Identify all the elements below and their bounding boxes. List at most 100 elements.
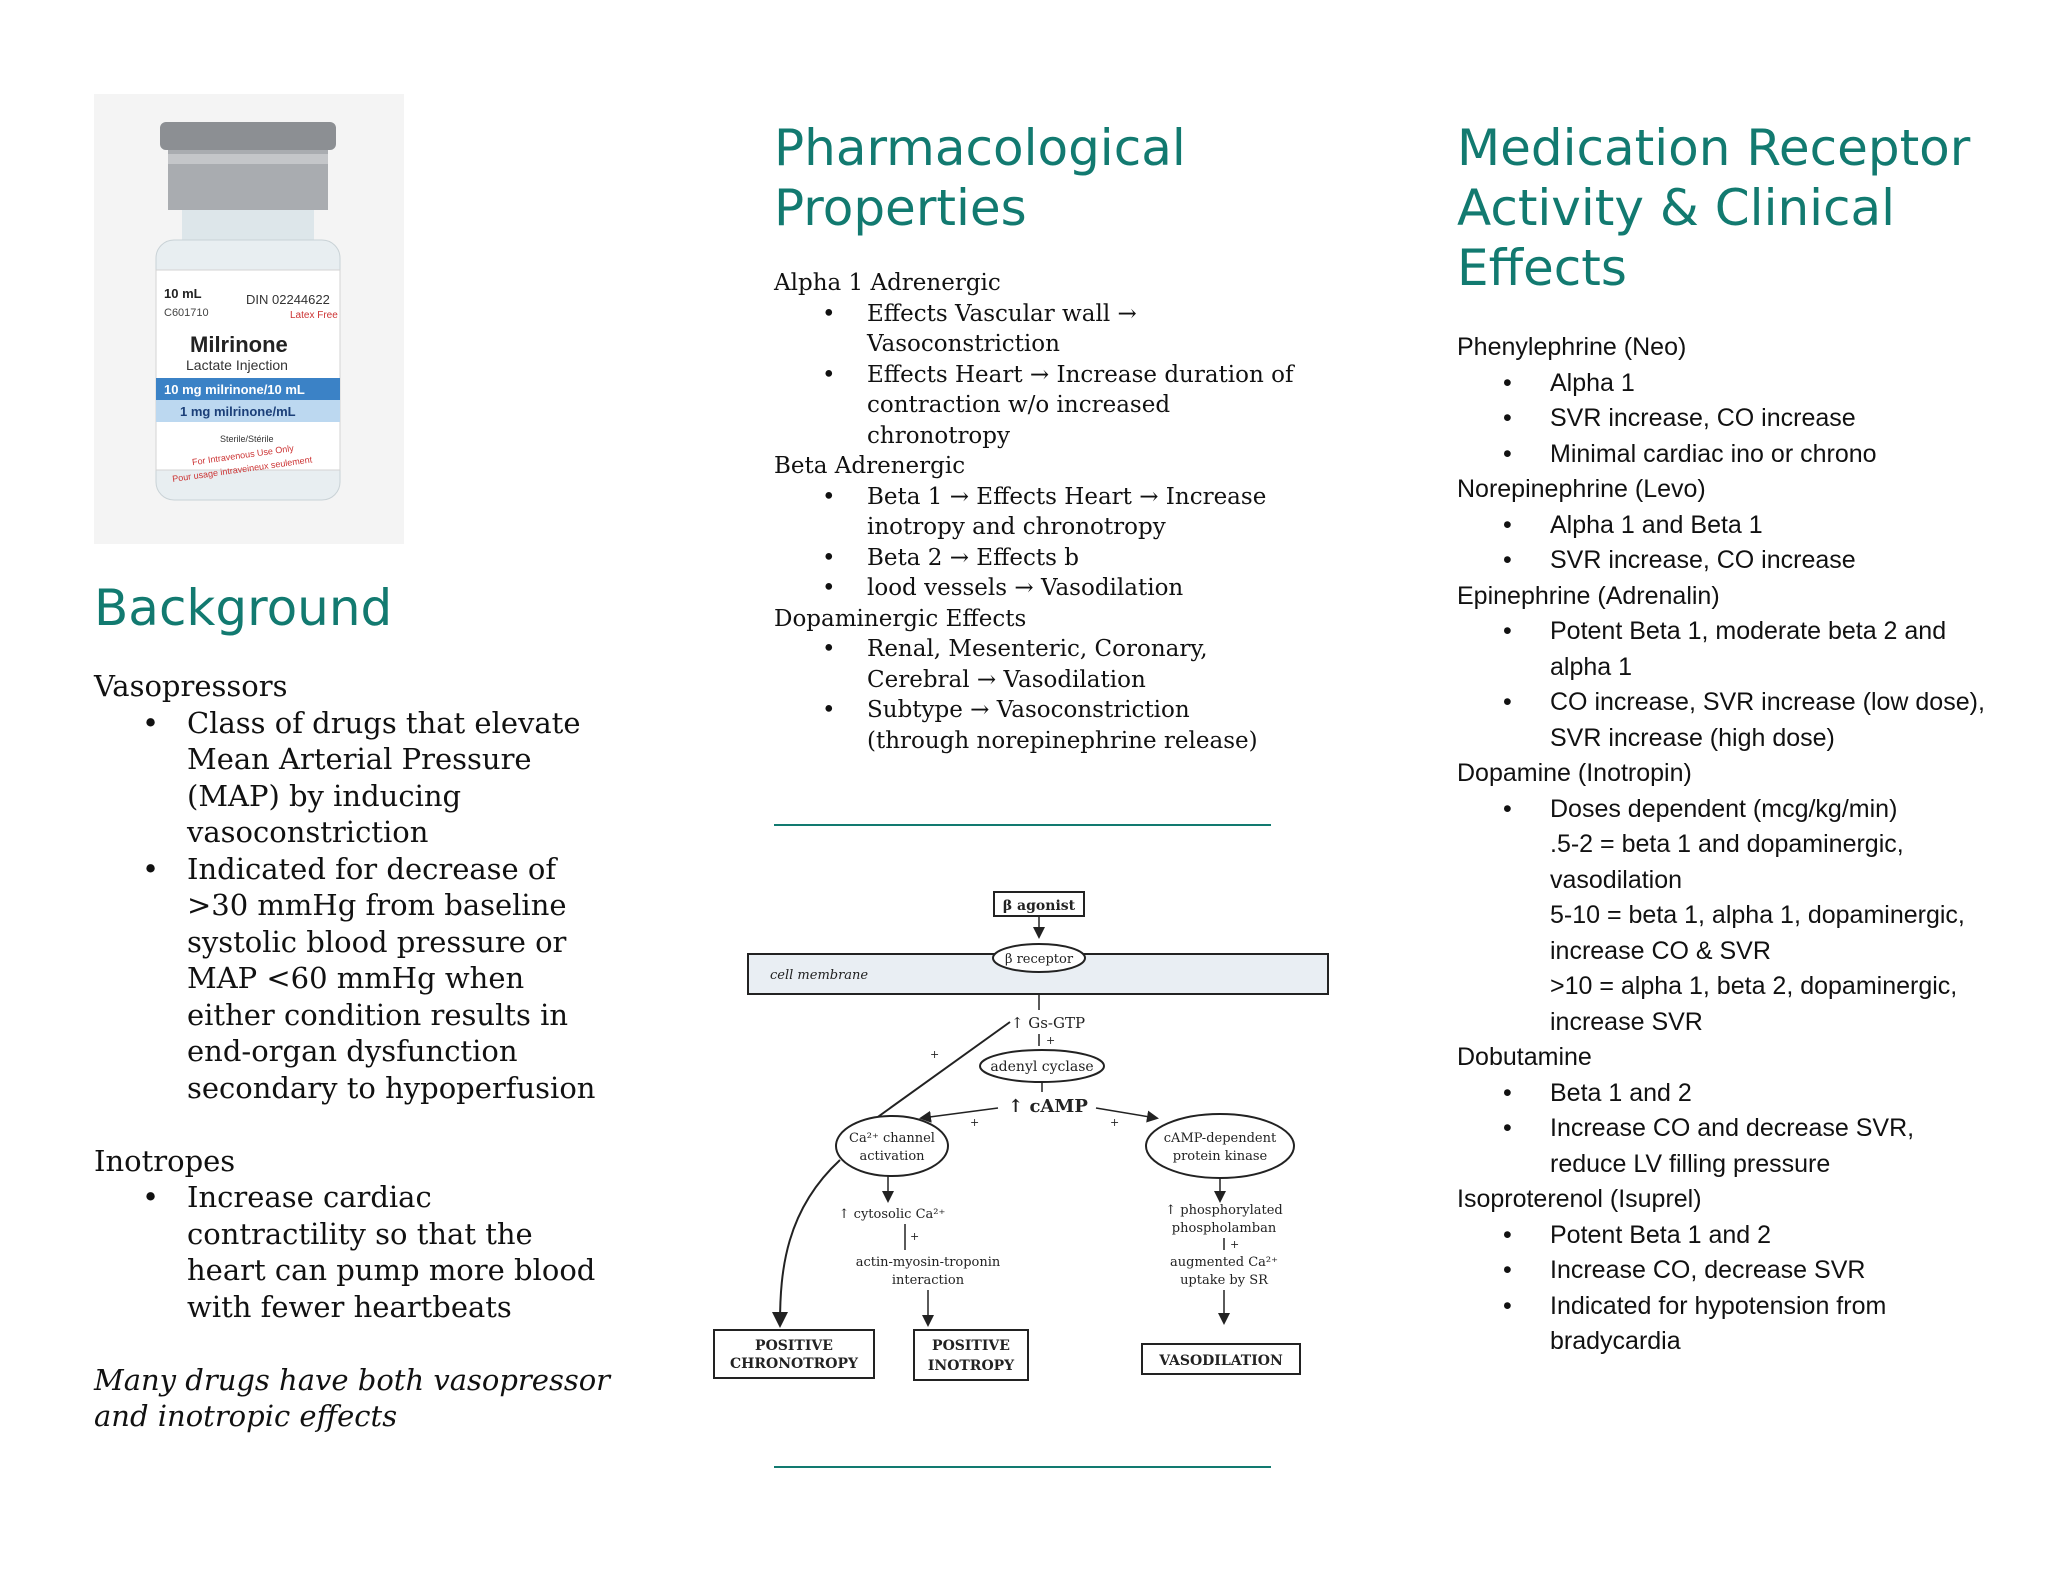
list-item: Beta 2 → Effects b <box>774 543 1294 574</box>
dopamine-dose-low: .5-2 = beta 1 and dopaminergic, vasodila… <box>1550 830 1904 894</box>
vial-code: C601710 <box>164 307 209 319</box>
agonist-label: β agonist <box>1003 898 1076 914</box>
dopaminergic-list: Renal, Mesenteric, Coronary, Cerebral → … <box>774 634 1294 756</box>
chronotropy-box <box>713 1329 875 1379</box>
dopamine-dose-high: >10 = alpha 1, beta 2, dopaminergic, inc… <box>1550 972 1958 1036</box>
milrinone-vial-image: 10 mL C601710 DIN 02244622 Latex Free Mi… <box>94 94 404 544</box>
chronotropy-label-2: CHRONOTROPY <box>730 1356 859 1372</box>
dual-effect-note: Many drugs have both vasopressor and ino… <box>94 1362 611 1434</box>
inotropy-box <box>913 1329 1029 1381</box>
pharmacological-heading: Pharmacological Properties <box>774 119 1186 237</box>
vial-strength-2: 1 mg milrinone/mL <box>180 404 296 419</box>
camp-label: ↑ cAMP <box>1008 1096 1088 1117</box>
receptor-ellipse <box>992 943 1086 973</box>
gs-gtp-label: ↑ Gs-GTP <box>1011 1014 1085 1032</box>
dopamine-dose-heading: Doses dependent (mcg/kg/min) <box>1550 794 1898 823</box>
list-item: Subtype → Vasoconstriction (through nore… <box>774 695 1294 756</box>
ca-channel-label-2: activation <box>859 1149 925 1164</box>
dobutamine-list: Beta 1 and 2 Increase CO and decrease SV… <box>1457 1076 1997 1183</box>
cytosolic-ca-label: ↑ cytosolic Ca²⁺ <box>839 1207 946 1222</box>
beta-list: Beta 1 → Effects Heart → Increase inotro… <box>774 482 1294 604</box>
list-item: Increase cardiac contractility so that t… <box>94 1179 614 1325</box>
chronotropy-label-1: POSITIVE <box>755 1338 833 1354</box>
list-item: lood vessels → Vasodilation <box>774 573 1294 604</box>
inotropes-list: Increase cardiac contractility so that t… <box>94 1179 614 1325</box>
list-item: Beta 1 and 2 <box>1457 1076 1997 1112</box>
dopamine-list: Doses dependent (mcg/kg/min) .5-2 = beta… <box>1457 792 1997 1041</box>
vial-latex: Latex Free <box>290 310 338 321</box>
vial-strength-1: 10 mg milrinone/10 mL <box>164 382 305 397</box>
drug-name-epinephrine: Epinephrine (Adrenalin) <box>1457 581 1720 610</box>
drug-name-isoproterenol: Isoproterenol (Isuprel) <box>1457 1185 1702 1213</box>
protein-kinase-ellipse <box>1145 1113 1295 1179</box>
list-item: Potent Beta 1 and 2 <box>1457 1218 1997 1254</box>
vial-subtitle: Lactate Injection <box>186 357 288 373</box>
background-heading: Background <box>94 579 393 637</box>
list-item: Alpha 1 <box>1457 366 1997 402</box>
alpha-1-list: Effects Vascular wall → Vasoconstriction… <box>774 299 1294 452</box>
plus-sign: + <box>910 1230 919 1243</box>
list-item: Indicated for hypotension from bradycard… <box>1457 1289 1997 1360</box>
vial-name: Milrinone <box>190 332 288 357</box>
inotropy-label-1: POSITIVE <box>932 1338 1010 1354</box>
pk-label-1: cAMP-dependent <box>1164 1131 1277 1146</box>
list-item: Effects Heart → Increase duration of con… <box>774 360 1294 452</box>
vial-din: DIN 02244622 <box>246 292 330 307</box>
list-item: CO increase, SVR increase (low dose), SV… <box>1457 685 1997 756</box>
divider-top <box>774 824 1271 826</box>
list-item: SVR increase, CO increase <box>1457 543 1997 579</box>
plus-sign: + <box>1230 1238 1239 1251</box>
phospholamban-label-1: ↑ phosphorylated <box>1165 1203 1282 1218</box>
ca-channel-label-1: Ca²⁺ channel <box>849 1131 935 1146</box>
plus-sign: + <box>1110 1116 1119 1129</box>
plus-sign: + <box>970 1116 979 1129</box>
dopamine-dose-mid: 5-10 = beta 1, alpha 1, dopaminergic, in… <box>1550 901 1965 965</box>
vasopressors-title: Vasopressors <box>94 669 288 703</box>
pk-label-2: protein kinase <box>1173 1149 1268 1164</box>
list-item: Beta 1 → Effects Heart → Increase inotro… <box>774 482 1294 543</box>
norepinephrine-list: Alpha 1 and Beta 1 SVR increase, CO incr… <box>1457 508 1997 579</box>
agonist-box <box>993 891 1085 917</box>
drug-name-norepinephrine: Norepinephrine (Levo) <box>1457 475 1706 503</box>
background-body: Vasopressors Class of drugs that elevate… <box>94 668 614 1435</box>
beta-title: Beta Adrenergic <box>774 453 966 479</box>
drug-name-dobutamine: Dobutamine <box>1457 1043 1592 1071</box>
list-item: Increase CO and decrease SVR, reduce LV … <box>1457 1111 1997 1182</box>
list-item: Minimal cardiac ino or chrono <box>1457 437 1997 473</box>
vasodilation-box <box>1141 1343 1301 1375</box>
dopaminergic-title: Dopaminergic Effects <box>774 605 1027 632</box>
pharmacological-body: Alpha 1 Adrenergic Effects Vascular wall… <box>774 268 1294 756</box>
list-item: Effects Vascular wall → Vasoconstriction <box>774 299 1294 360</box>
phenylephrine-list: Alpha 1 SVR increase, CO increase Minima… <box>1457 366 1997 473</box>
list-item: Doses dependent (mcg/kg/min) .5-2 = beta… <box>1457 792 1997 1041</box>
plus-sign: + <box>1046 1034 1055 1047</box>
vasodilation-label: VASODILATION <box>1158 1353 1283 1369</box>
plus-sign: + <box>930 1048 939 1061</box>
vasopressors-list: Class of drugs that elevate Mean Arteria… <box>94 705 614 1107</box>
receptor-label: β receptor <box>1005 952 1074 967</box>
drug-name-dopamine: Dopamine (Inotropin) <box>1457 759 1692 787</box>
divider-bottom <box>774 1466 1271 1468</box>
vial-volume: 10 mL <box>164 286 202 301</box>
epinephrine-list: Potent Beta 1, moderate beta 2 and alpha… <box>1457 614 1997 756</box>
list-item: Class of drugs that elevate Mean Arteria… <box>94 705 614 851</box>
actin-label-1: actin-myosin-troponin <box>856 1255 1001 1270</box>
list-item: Indicated for decrease of >30 mmHg from … <box>94 851 614 1107</box>
list-item: Alpha 1 and Beta 1 <box>1457 508 1997 544</box>
inotropes-title: Inotropes <box>94 1143 236 1178</box>
medication-body: Phenylephrine (Neo) Alpha 1 SVR increase… <box>1457 330 1997 1360</box>
drug-name-phenylephrine: Phenylephrine (Neo) <box>1457 333 1687 361</box>
alpha-1-title: Alpha 1 Adrenergic <box>774 270 1001 296</box>
medication-heading: Medication Receptor Activity & Clinical … <box>1457 119 1971 297</box>
cyclase-label: adenyl cyclase <box>990 1059 1093 1075</box>
isoproterenol-list: Potent Beta 1 and 2 Increase CO, decreas… <box>1457 1218 1997 1360</box>
list-item: SVR increase, CO increase <box>1457 401 1997 437</box>
list-item: Increase CO, decrease SVR <box>1457 1253 1997 1289</box>
inotropy-label-2: INOTROPY <box>928 1358 1015 1374</box>
actin-label-2: interaction <box>892 1273 965 1288</box>
ca-channel-ellipse <box>835 1115 949 1177</box>
vial-sterile: Sterile/Stérile <box>220 434 274 444</box>
beta-agonist-pathway-diagram: β agonist cell membrane β receptor ↑ Gs-… <box>700 870 1340 1390</box>
augmented-label-2: uptake by SR <box>1180 1273 1269 1288</box>
phospholamban-label-2: phospholamban <box>1172 1221 1277 1236</box>
